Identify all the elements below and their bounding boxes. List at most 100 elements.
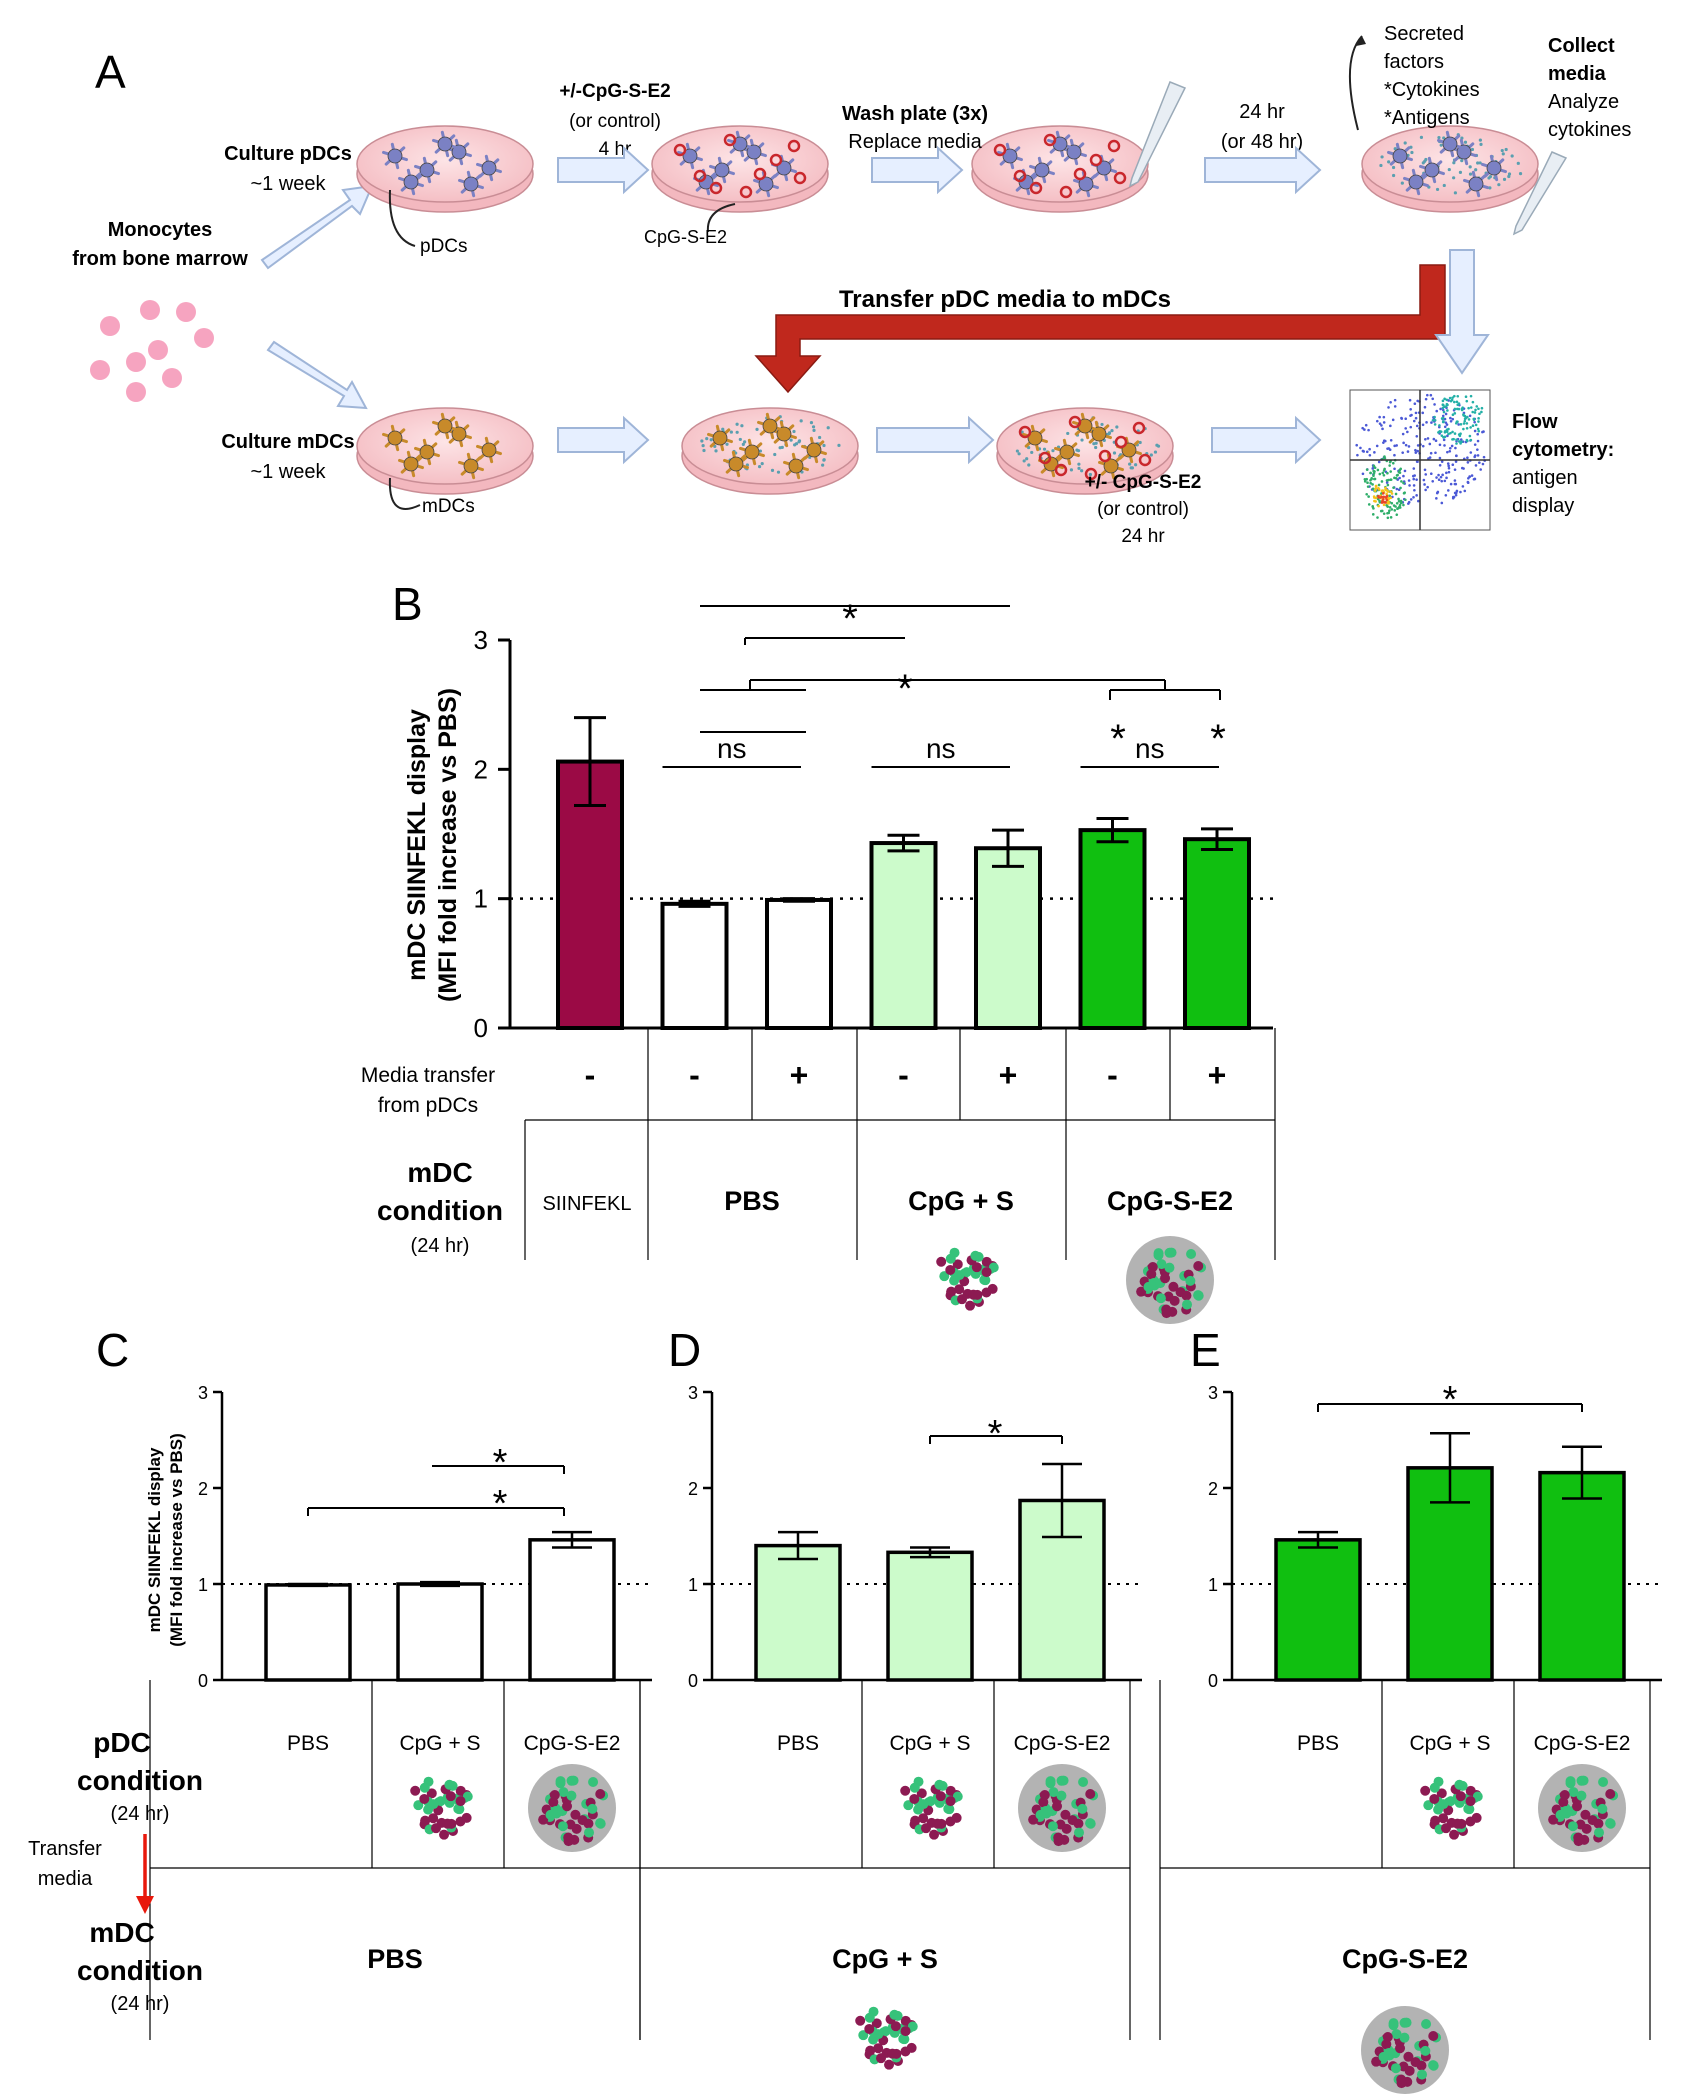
flow-event (1402, 433, 1405, 436)
particle-dot (1588, 1815, 1598, 1825)
flow-event (1477, 440, 1480, 443)
media-transfer-label-2: from pDCs (378, 1094, 478, 1117)
particle-dot (1062, 1824, 1072, 1834)
flow-event (1393, 477, 1396, 480)
y-tick-label: 2 (198, 1479, 208, 1499)
flow-event (1436, 492, 1439, 495)
media-particle (1094, 446, 1097, 449)
flow-event (1474, 409, 1477, 412)
flow-event (1417, 444, 1420, 447)
particle-dot (972, 1262, 982, 1272)
flow-event (1439, 444, 1442, 447)
flow-event (1389, 497, 1392, 500)
flow-event (1454, 432, 1457, 435)
flow-event (1371, 505, 1374, 508)
flow-event (1394, 505, 1397, 508)
cell-body (729, 457, 743, 471)
monocyte-cell (148, 340, 168, 360)
media-particle (790, 439, 793, 442)
particle-dot (1154, 1248, 1164, 1258)
bar (398, 1584, 482, 1680)
flow-event (1443, 444, 1446, 447)
flow-event (1383, 474, 1386, 477)
particle-dot (891, 2021, 901, 2031)
transfer-media-label-1: Transfer (28, 1838, 102, 1860)
cell-body (438, 419, 452, 433)
particle-dot (910, 1783, 920, 1793)
y-tick-label: 1 (688, 1575, 698, 1595)
media-particle (1410, 151, 1413, 154)
media-particle (812, 425, 815, 428)
flow-event (1415, 478, 1418, 481)
flow-event (1379, 496, 1382, 499)
y-tick-label: 2 (474, 754, 488, 784)
flow-event (1450, 483, 1453, 486)
bar (888, 1552, 972, 1680)
flow-event (1462, 467, 1465, 470)
flow-event (1388, 464, 1391, 467)
flow-event (1384, 457, 1387, 460)
flow-event (1426, 486, 1429, 489)
dish-pdc-washed (972, 126, 1148, 212)
flow-event (1434, 423, 1437, 426)
media-particle (1070, 468, 1073, 471)
panel-b-ylabel-1: mDC SIINFEKL display (403, 709, 431, 981)
cell-body (1060, 445, 1074, 459)
flow-event (1430, 421, 1433, 424)
flow-event (1466, 422, 1469, 425)
flow-event (1430, 452, 1433, 455)
flow-event (1413, 489, 1416, 492)
media-particle (1379, 164, 1382, 167)
flow-event (1427, 437, 1430, 440)
media-particle (1392, 174, 1395, 177)
flow-label-3: antigen (1512, 467, 1578, 489)
particle-dot (431, 1823, 441, 1833)
particle-dot (1077, 1804, 1087, 1814)
flow-event (1390, 439, 1393, 442)
flow-label-1: Flow (1512, 411, 1558, 433)
flow-event (1387, 512, 1390, 515)
flow-event (1462, 413, 1465, 416)
flow-event (1476, 433, 1479, 436)
flow-event (1391, 492, 1394, 495)
media-particle (1128, 462, 1131, 465)
cell-body (404, 457, 418, 471)
flow-event (1442, 400, 1445, 403)
particle-dot (546, 1810, 556, 1820)
particle-dot (444, 1780, 454, 1790)
arrow-to-pdcs (262, 186, 372, 268)
flow-event (1366, 481, 1369, 484)
particle-dot (1052, 1801, 1062, 1811)
flow-event (1413, 474, 1416, 477)
mdc-condition-label: CpG-S-E2 (1342, 1944, 1468, 1974)
flow-event (1365, 478, 1368, 481)
flow-event (1424, 438, 1427, 441)
pdc-condition-label: CpG + S (1409, 1732, 1490, 1755)
significance-star: * (897, 667, 913, 711)
flow-event (1367, 485, 1370, 488)
particle-dot (929, 1830, 939, 1840)
particle-dot (1429, 1794, 1439, 1804)
flow-event (1387, 516, 1390, 519)
flow-event (1375, 485, 1378, 488)
particle-dot (1040, 1790, 1050, 1800)
media-particle (1501, 149, 1504, 152)
flow-event (1425, 421, 1428, 424)
flow-cytometry-plot (1350, 390, 1490, 530)
flow-event (1377, 469, 1380, 472)
cpg-s-particle-icon (410, 1777, 473, 1840)
flow-event (1384, 501, 1387, 504)
flow-event (1458, 433, 1461, 436)
particle-dot (918, 1799, 928, 1809)
group-label: PBS (724, 1186, 780, 1216)
particle-dot (1395, 2043, 1405, 2053)
media-particle (735, 423, 738, 426)
flow-event (1412, 467, 1415, 470)
panel-b-plot: 0123nsnsns**** (474, 597, 1273, 1043)
monocyte-cell (176, 302, 196, 322)
particle-dot (909, 1794, 919, 1804)
y-tick-label: 3 (474, 625, 488, 655)
flow-event (1384, 487, 1387, 490)
panel-c-plot: 0123PBSCpG + SCpG-S-E2PBS (150, 1383, 652, 2040)
particle-dot (428, 1799, 438, 1809)
